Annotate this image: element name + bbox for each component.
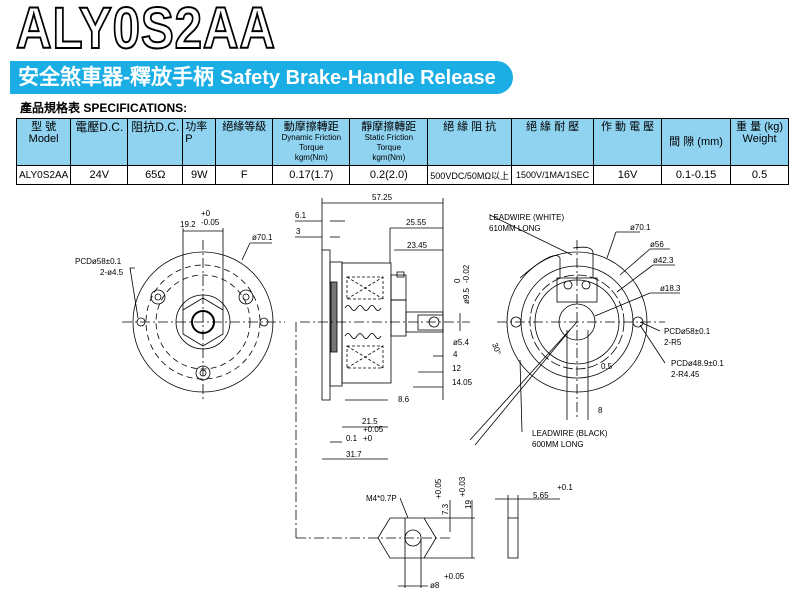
col-operating-voltage: 作 動 電 壓 (593, 118, 663, 166)
col-power-en: P (185, 133, 193, 145)
dim-0-1-tol-lower: +0 (363, 434, 373, 443)
title-band: 安全煞車器-釋放手柄 Safety Brake-Handle Release (10, 61, 513, 94)
cell-gap: 0.1-0.15 (661, 165, 732, 185)
col-static-torque-cn: 靜摩擦轉距 (361, 121, 417, 133)
nut-thickness: 5.65 (533, 491, 549, 500)
dim-holes: 2-ø4.5 (100, 268, 124, 277)
dim-rear-width: 8 (598, 406, 603, 415)
dim-shaft-diameter: ø9.5 (462, 287, 471, 304)
cell-static-torque: 0.2(2.0) (349, 165, 429, 185)
dim-overall-length: 57.25 (372, 193, 393, 202)
table-row: ALY0S2AA 24V 65Ω 9W F 0.17(1.7) 0.2(2.0)… (15, 165, 790, 185)
nut-height-7-3: 7.3 (441, 503, 450, 515)
col-model-cn: 型 號 (31, 121, 57, 133)
dim-width-tol-lower: -0.05 (201, 218, 220, 227)
title-cn: 安全煞車器-釋放手柄 (18, 66, 214, 89)
leadwire-white-label: LEADWIRE (WHITE) (489, 213, 564, 222)
leadwire-black-length: 600MM LONG (532, 440, 584, 449)
cell-model: ALY0S2AA (15, 165, 72, 185)
dim-31-7: 31.7 (346, 450, 362, 459)
dim-pcd: PCDø58±0.1 (75, 257, 122, 266)
dim-rear-r1: 2-R5 (664, 338, 682, 347)
dim-width-tol-upper: +0 (201, 209, 211, 218)
dim-rear-pcd2: PCDø48.9±0.1 (671, 359, 724, 368)
dim-rear-70-1: ø70.1 (630, 223, 651, 232)
nut-thread: M4*0.7P (366, 494, 397, 503)
dim-rear-r2: 2-R4.45 (671, 370, 700, 379)
col-resistance: 阻抗D.C. (127, 118, 184, 166)
col-weight: 重 量 (kg)Weight (730, 118, 790, 166)
dim-rear-18-3: ø18.3 (660, 284, 681, 293)
dim-23-45: 23.45 (407, 241, 428, 250)
dim-outer-diameter: ø70.1 (252, 233, 273, 242)
dim-6-1: 6.1 (295, 211, 307, 220)
cell-dynamic-torque: 0.17(1.7) (272, 165, 351, 185)
col-power-cn: 功率 (185, 121, 208, 133)
col-dynamic-torque-cn: 動摩擦轉距 (283, 121, 339, 133)
nut-bore: ø8 (430, 581, 440, 590)
col-insulation-class: 絕緣等級 (215, 118, 274, 166)
side-view (295, 198, 470, 539)
col-insulation-resistance: 絕 緣 阻 抗 (427, 118, 513, 166)
dim-0-1: 0.1 (346, 434, 358, 443)
nut-height-19: 19 (464, 500, 473, 509)
dim-angle: 30° (490, 342, 503, 356)
rear-view (469, 214, 680, 446)
dim-width: 19.2 (180, 220, 196, 229)
dim-14-05: 14.05 (452, 378, 473, 387)
cell-weight: 0.5 (730, 165, 790, 185)
dim-8-6: 8.6 (398, 395, 410, 404)
product-logo: ALY0S2AA (15, 0, 276, 61)
col-weight-en: Weight (742, 133, 777, 145)
col-dynamic-torque-unit: kgm(Nm) (294, 153, 328, 162)
rear-view-labels: LEADWIRE (WHITE) 610MM LONG ø70.1 ø56 ø4… (489, 213, 724, 449)
col-static-torque-en: Static Friction Torque (364, 133, 414, 152)
title-en: Safety Brake-Handle Release (220, 67, 496, 89)
front-view (122, 228, 285, 400)
col-gap: 間 隙 (mm) (661, 118, 732, 166)
dim-rear-42-3: ø42.3 (653, 256, 674, 265)
nut-thickness-tol: +0.1 (557, 483, 573, 492)
dim-shaft-tol-upper: 0 (453, 278, 462, 283)
cell-operating-voltage: 16V (593, 165, 663, 185)
dim-rear-56: ø56 (650, 240, 664, 249)
dim-0-1-tol-upper: +0.05 (363, 425, 384, 434)
dim-12: 12 (452, 364, 461, 373)
dim-rear-gap: 0.5 (601, 362, 613, 371)
dim-4: 4 (453, 350, 458, 359)
dim-3: 3 (296, 227, 301, 236)
front-view-labels: 19.2 +0 -0.05 ø70.1 PCDø58±0.1 2-ø4.5 (75, 209, 273, 277)
col-model-en: Model (28, 133, 59, 145)
col-dynamic-torque-en: Dynamic Friction Torque (281, 133, 342, 152)
cell-resistance: 65Ω (127, 165, 184, 185)
dim-rear-pcd1: PCDø58±0.1 (664, 327, 711, 336)
nut-height-19-tol: +0.03 (458, 476, 467, 497)
dim-5-4: ø5.4 (453, 338, 470, 347)
nut-bore-tol: +0.05 (444, 572, 465, 581)
col-weight-cn: 重 量 (kg) (736, 121, 784, 133)
col-voltage: 電壓D.C. (70, 118, 129, 166)
leadwire-white-length: 610MM LONG (489, 224, 541, 233)
cell-voltage: 24V (70, 165, 129, 185)
col-withstand-voltage: 絕 緣 耐 壓 (511, 118, 595, 166)
dim-shaft-tol: -0.02 (462, 264, 471, 283)
nut-detail (377, 495, 560, 588)
dim-25-55: 25.55 (406, 218, 427, 227)
side-view-labels: 57.25 6.1 3 25.55 23.45 ø9.5 0 -0.02 ø5.… (295, 193, 473, 459)
dim-21-5: 21.5 (362, 417, 378, 426)
col-static-torque-unit: kgm(Nm) (372, 153, 406, 162)
nut-height-7-3-tol: +0.05 (434, 478, 443, 499)
nut-labels: M4*0.7P 7.3 +0.05 19 +0.03 5.65 +0.1 ø8 … (366, 476, 573, 590)
specs-title: 產品規格表 SPECIFICATIONS: (20, 101, 188, 115)
leadwire-black-label: LEADWIRE (BLACK) (532, 429, 608, 438)
